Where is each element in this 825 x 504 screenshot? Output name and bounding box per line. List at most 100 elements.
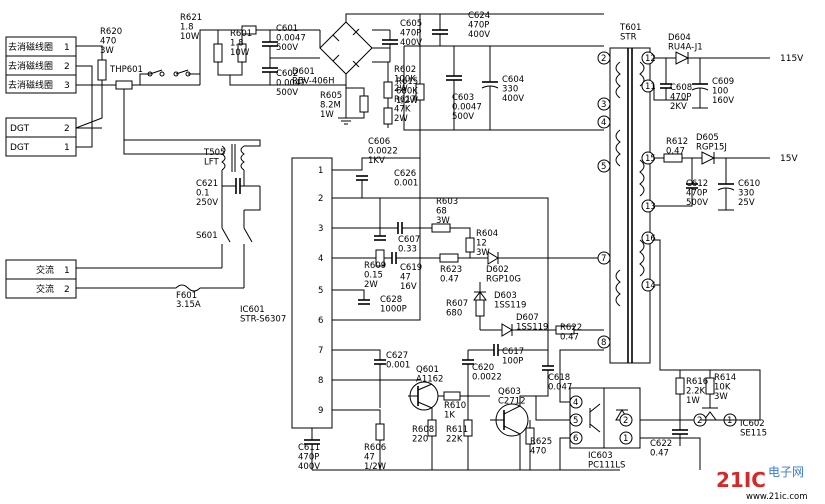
label-c601-2: 500V: [276, 43, 298, 53]
label-c603-2: 500V: [452, 112, 474, 122]
terminal-num: 2: [64, 124, 70, 134]
label-c602-1: 0.0047: [276, 79, 306, 89]
bias-resistors: [346, 13, 604, 321]
t601-pin-8: [597, 335, 611, 349]
label-r608-1: 220: [412, 435, 428, 445]
t601-pin-16: [641, 231, 655, 245]
label-c621-2: 250V: [196, 198, 218, 208]
label-r616-1: 2.2K: [686, 387, 706, 397]
output-115v-label: 115V: [780, 54, 804, 64]
label-r607-1: 680: [446, 309, 462, 319]
label-r616-2: 1W: [686, 396, 700, 406]
svg-text:电子网: 电子网: [768, 465, 804, 479]
label-d607-0: D607: [516, 313, 539, 323]
label-d602-0: D602: [486, 265, 509, 275]
label-c619-1: 47: [400, 273, 411, 283]
terminal-label: DGT: [10, 143, 30, 153]
label-d605-0: D605: [696, 133, 719, 143]
label-r609-1: 0.15: [364, 271, 383, 281]
label-r611-0: R611: [446, 425, 468, 435]
terminal-label: 交流: [36, 264, 54, 276]
label-r602-0: R602: [394, 65, 416, 75]
label-t601-0: T601: [619, 23, 641, 33]
ic603-pin-2-number: 2: [623, 416, 628, 426]
t601-pin-14-number: 14: [645, 281, 656, 291]
line-filter: [76, 139, 261, 292]
ic601-pin-2: 2: [318, 194, 323, 204]
label-r602-1: 100K: [394, 75, 416, 85]
t601-pin-7: [597, 251, 611, 265]
label-r610-1: 1K: [444, 411, 455, 421]
label-r610-0: R610: [444, 401, 466, 411]
label-r605-2: 1W: [320, 110, 334, 120]
label-c620-1: 0.0022: [472, 373, 502, 383]
t601-pin-11-number: 11: [645, 82, 656, 92]
label-s601-0: S601: [196, 231, 218, 241]
label-c612-0: C612: [686, 179, 708, 189]
label-c617-1: 100P: [502, 357, 523, 367]
label-c605-1: 470P: [400, 29, 421, 39]
label-q603-0: Q603: [498, 387, 521, 397]
terminal-label: 交流: [36, 283, 54, 295]
label-c612-2: 500V: [686, 198, 708, 208]
ic603-pin-4-number: 4: [573, 398, 578, 408]
label-r601-0: R601: [230, 29, 252, 39]
ic601-pin-8: 8: [318, 376, 323, 386]
label-c626-1: 0.001: [394, 179, 418, 189]
input-wiring: [75, 25, 320, 148]
label-c604-1: 330: [502, 85, 518, 95]
label-r603-0: R603: [436, 197, 458, 207]
label-r609-0: R609: [364, 261, 386, 271]
label-ic602-0: IC602: [740, 419, 765, 429]
label-c608-0: C608: [670, 83, 692, 93]
t601-pin-8-number: 8: [601, 338, 606, 348]
label-c609-1: 100: [712, 87, 728, 97]
label-t505-0: T505: [203, 148, 225, 158]
label-c603-0: C603: [452, 93, 474, 103]
label-r617-1: 47K: [394, 105, 411, 115]
label-ic603-0: IC603: [588, 451, 613, 461]
ic601-pin-9: 9: [318, 406, 323, 416]
terminal-num: 1: [64, 143, 70, 153]
label-r606-1: 47: [364, 453, 375, 463]
label-f601-0: F601: [176, 291, 197, 301]
secondary-115v: [653, 51, 770, 109]
label-d604-1: RU4A-J1: [668, 43, 703, 53]
label-r609-2: 2W: [364, 280, 378, 290]
terminal-num: 1: [64, 43, 70, 53]
label-d607-1: 1SS119: [516, 323, 548, 333]
label-ic601-1: STR-S6307: [240, 315, 286, 325]
ic601-pin-4: 4: [318, 254, 323, 264]
label-r625-1: 470: [530, 447, 546, 457]
ic601-pin-7: 7: [318, 346, 323, 356]
resistor-r607: [475, 299, 485, 317]
ac-terminals: 交流 1 交流 2: [5, 259, 77, 299]
label-r621-2: 10W: [180, 32, 200, 42]
label-c627-1: 0.001: [386, 361, 410, 371]
label-t505-1: LFT: [204, 158, 219, 168]
label-c619-0: C619: [400, 263, 422, 273]
label-r617-0: R617: [394, 95, 416, 105]
ic603-pin-6-number: 6: [573, 434, 578, 444]
resistor-r606: [375, 423, 385, 441]
t601-pin-3-number: 3: [601, 100, 606, 110]
label-c606-0: C606: [368, 137, 390, 147]
ic602-pin-1-number: 1: [727, 416, 732, 426]
label-r601-2: 10W: [230, 48, 250, 58]
resistor-r610: [443, 391, 461, 401]
label-d601-0: D601: [292, 67, 315, 77]
ic602-pin-2-number: 2: [697, 416, 702, 426]
label-r620-1: 470: [100, 37, 116, 47]
label-c612-1: 470P: [686, 189, 707, 199]
label-c605-0: C605: [400, 19, 422, 29]
label-c606-1: 0.0022: [368, 147, 398, 157]
t601-pin-2-number: 2: [601, 54, 606, 64]
label-ic603-1: PC111LS: [588, 461, 625, 471]
label-d603-0: D603: [494, 291, 517, 301]
label-q601-1: A1162: [416, 375, 443, 385]
label-r617-2: 2W: [394, 114, 408, 124]
label-r604-1: 12: [476, 239, 487, 249]
ic603-pin-1-number: 1: [623, 434, 628, 444]
